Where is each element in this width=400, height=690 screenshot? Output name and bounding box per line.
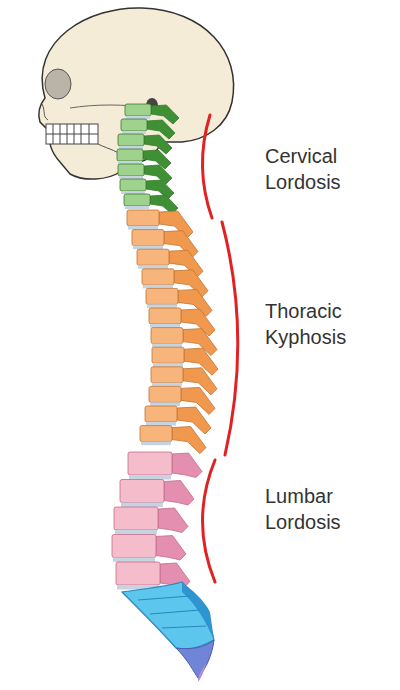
intervertebral-disc [128,226,158,230]
nasal-line [42,104,48,120]
vertebral-column [112,104,218,590]
vertebral-body [117,149,143,161]
teeth-lines [46,124,98,144]
region-label: Lumbar Lordosis [265,483,390,535]
vertebral-body [127,210,159,226]
intervertebral-disc [146,422,176,426]
intervertebral-disc [152,383,182,387]
intervertebral-disc [141,442,171,446]
intervertebral-disc [150,324,180,328]
vertebral-body [128,452,172,475]
intervertebral-disc [119,176,143,179]
intervertebral-disc [118,161,142,164]
vertebral-body [149,386,181,402]
vertebral-body [152,347,184,363]
vertebral-body [120,179,146,191]
intervertebral-disc [121,503,163,508]
vertebral-body [121,119,147,131]
intervertebral-disc [115,530,157,535]
intervertebral-disc [113,558,155,563]
intervertebral-disc [147,304,177,308]
lumbar-bracket [203,460,216,582]
intervertebral-disc [133,246,163,250]
vertebral-body [151,367,183,383]
eye-socket [45,69,71,99]
teeth [46,124,98,144]
vertebral-body [112,535,156,558]
sacrum-lines [138,596,206,628]
vertebral-body [125,104,151,116]
thoracic-bracket [222,222,238,455]
sacrum [122,582,214,649]
spinous-process [158,508,188,533]
intervertebral-disc [125,206,149,209]
intervertebral-disc [119,146,143,149]
coccyx-tip [198,664,206,682]
intervertebral-disc [129,475,171,480]
intervertebral-disc [152,344,182,348]
coccyx [176,640,214,678]
vertebral-body [120,480,164,503]
intervertebral-disc [143,285,173,289]
vertebral-body [145,406,177,422]
vertebral-body [118,134,144,146]
vertebral-body [137,249,169,265]
skull-outline [39,8,234,179]
curve-brackets [202,115,237,582]
cervical-bracket [202,115,212,218]
sacrum-coccyx [122,582,214,682]
intervertebral-disc [150,402,180,406]
spinous-process [156,536,186,561]
intervertebral-disc [138,265,168,269]
intervertebral-disc [153,363,183,367]
vertebral-body [140,426,172,442]
vertebral-body [114,507,158,530]
region-label: Cervical Lordosis [265,143,390,195]
intervertebral-disc [126,116,150,119]
vertebral-body [118,164,144,176]
spinous-process [164,481,194,506]
spinous-process [172,427,206,454]
vertebral-body [149,308,181,324]
vertebral-body [124,194,150,206]
region-label: Thoracic Kyphosis [265,298,390,350]
vertebral-body [132,230,164,246]
spinous-process [172,453,202,478]
intervertebral-disc [121,191,145,194]
vertebral-body [151,328,183,344]
intervertebral-disc [122,131,146,134]
vertebral-body [146,288,178,304]
vertebral-body [116,562,160,585]
vertebral-body [142,269,174,285]
skull [39,8,234,179]
